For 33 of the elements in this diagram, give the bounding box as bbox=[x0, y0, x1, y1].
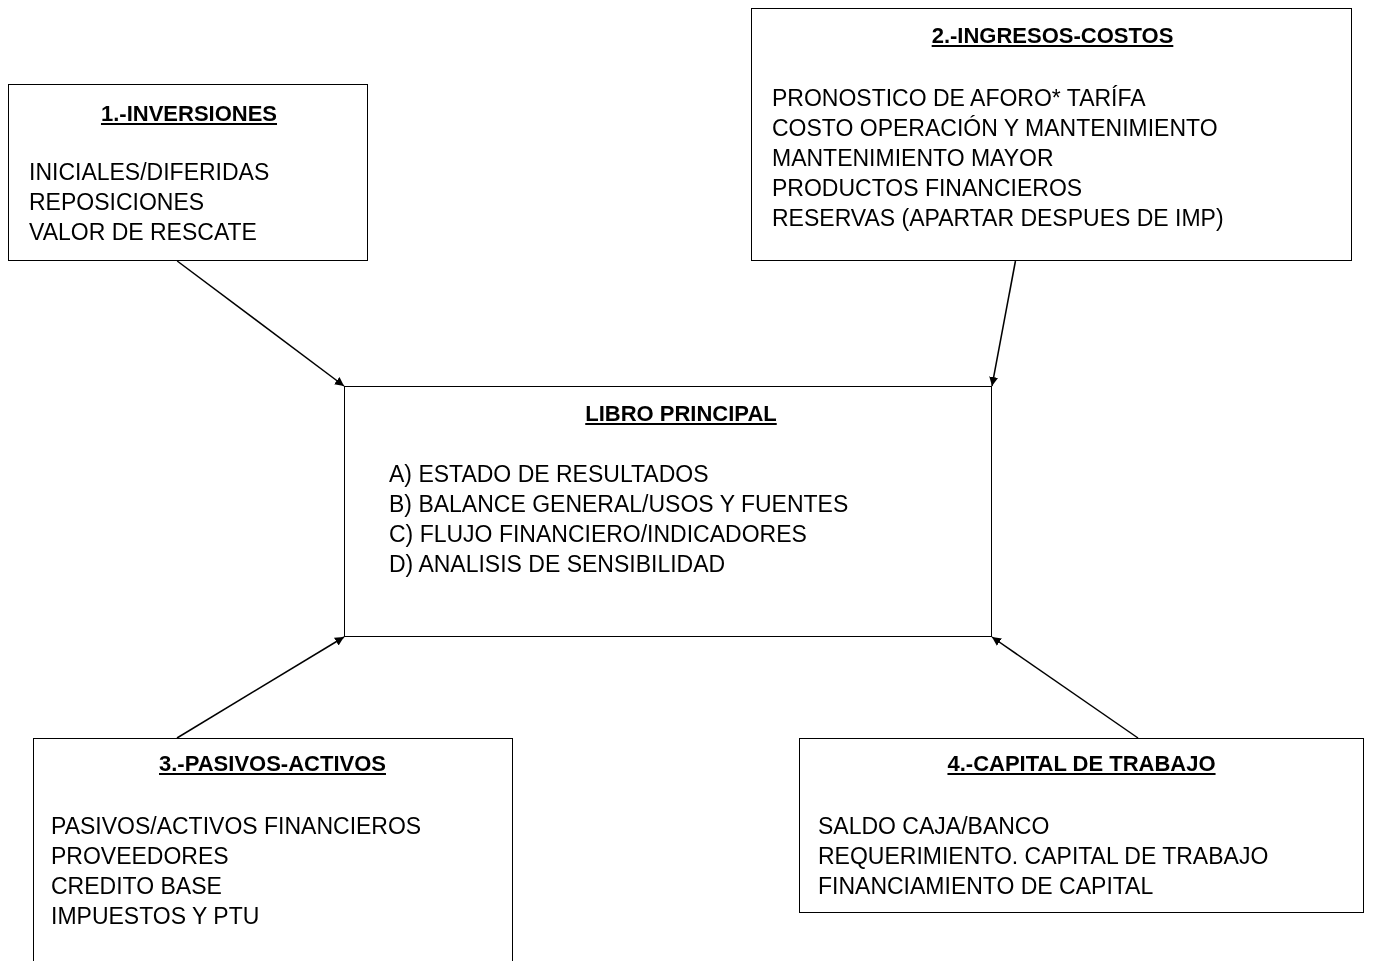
list-item: PROVEEDORES bbox=[51, 842, 229, 871]
list-item: FINANCIAMIENTO DE CAPITAL bbox=[818, 872, 1154, 901]
text-box bbox=[8, 84, 368, 261]
arrow bbox=[176, 260, 345, 387]
box-heading: 3.-PASIVOS-ACTIVOS bbox=[158, 751, 387, 777]
box-heading: 2.-INGRESOS-COSTOS bbox=[930, 23, 1175, 49]
list-item: PRONOSTICO DE AFORO* TARÍFA bbox=[772, 84, 1146, 113]
list-item: MANTENIMIENTO MAYOR bbox=[772, 144, 1054, 173]
arrow bbox=[989, 260, 1017, 387]
text-box bbox=[799, 738, 1364, 913]
list-item: COSTO OPERACIÓN Y MANTENIMIENTO bbox=[772, 114, 1218, 143]
list-item: REQUERIMIENTO. CAPITAL DE TRABAJO bbox=[818, 842, 1269, 871]
list-item: PRODUCTOS FINANCIEROS bbox=[772, 174, 1083, 203]
text-box bbox=[751, 8, 1352, 261]
box-heading: 4.-CAPITAL DE TRABAJO bbox=[946, 751, 1217, 777]
text-box bbox=[344, 386, 992, 637]
text-box bbox=[33, 738, 513, 961]
list-item: PASIVOS/ACTIVOS FINANCIEROS bbox=[51, 812, 422, 841]
box-heading: 1.-INVERSIONES bbox=[99, 101, 278, 127]
list-item: A) ESTADO DE RESULTADOS bbox=[389, 460, 709, 489]
list-item: D) ANALISIS DE SENSIBILIDAD bbox=[389, 550, 726, 579]
list-item: SALDO CAJA/BANCO bbox=[818, 812, 1050, 841]
list-item: B) BALANCE GENERAL/USOS Y FUENTES bbox=[389, 490, 849, 519]
arrow bbox=[176, 636, 345, 739]
box-heading: LIBRO PRINCIPAL bbox=[584, 401, 778, 427]
list-item: INICIALES/DIFERIDAS bbox=[29, 158, 270, 187]
arrow bbox=[991, 636, 1139, 739]
list-item: CREDITO BASE bbox=[51, 872, 222, 901]
list-item: C) FLUJO FINANCIERO/INDICADORES bbox=[389, 520, 807, 549]
list-item: REPOSICIONES bbox=[29, 188, 205, 217]
list-item: VALOR DE RESCATE bbox=[29, 218, 257, 247]
list-item: RESERVAS (APARTAR DESPUES DE IMP) bbox=[772, 204, 1224, 233]
list-item: IMPUESTOS Y PTU bbox=[51, 902, 260, 931]
